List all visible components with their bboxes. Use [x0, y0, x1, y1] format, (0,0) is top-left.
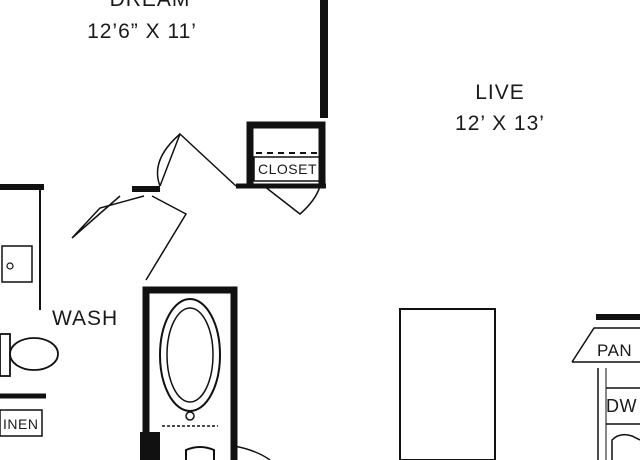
bath-door-2 [145, 195, 188, 281]
tub-faucet [185, 411, 195, 421]
dream-room-label: DREAM [90, 0, 210, 12]
toilet-tank [0, 333, 11, 377]
closet-label-box [253, 156, 321, 182]
dream-room-size: 12’6” X 11’ [87, 20, 197, 43]
wash-room-name: WASH [52, 307, 119, 330]
wall-block [140, 432, 160, 460]
closet-walls [246, 121, 326, 186]
linen-box [0, 409, 43, 437]
live-room-size: 12’ X 13’ [455, 112, 545, 135]
bedroom-door-arc [156, 133, 181, 187]
live-room-name: LIVE [475, 81, 525, 104]
closet-label: CLOSET [258, 161, 318, 177]
lower-door-arc [233, 445, 271, 460]
dream-room-name: DREAM [90, 0, 210, 12]
dishwasher-label: DW [606, 396, 637, 416]
kitchen-sink [611, 433, 640, 460]
pantry-label: PAN [597, 341, 633, 360]
linen-label: INEN [3, 416, 39, 432]
tub-walls [142, 286, 238, 460]
tub-oval-inner [166, 307, 214, 403]
sink-drain [6, 262, 14, 270]
toilet-bowl [9, 337, 59, 371]
pantry-box [571, 327, 640, 363]
lower-fixture [185, 446, 215, 460]
bath-door [71, 195, 145, 239]
kitchen-island [399, 308, 496, 460]
closet-door [263, 185, 321, 215]
vanity-sink [1, 245, 33, 283]
tub-oval-outer [159, 298, 221, 412]
